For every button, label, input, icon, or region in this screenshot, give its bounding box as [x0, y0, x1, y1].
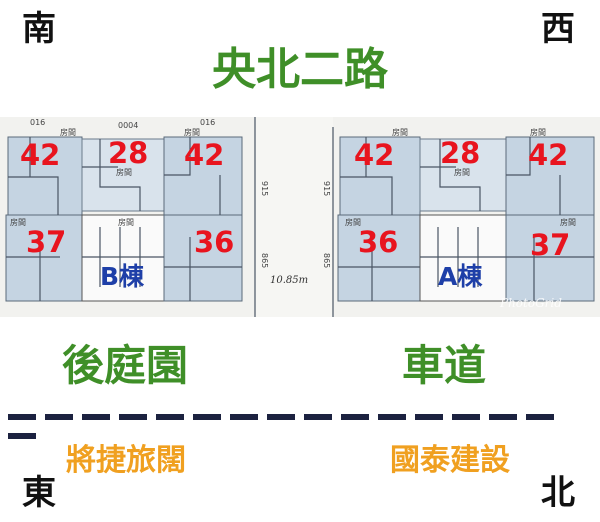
watermark: PhotoGrid — [499, 296, 562, 310]
unit-size-label: 37 — [26, 225, 66, 259]
driveway-label: 車道 — [402, 341, 487, 390]
unit-size-label: 42 — [354, 138, 394, 172]
room-tag: 房間 — [116, 167, 132, 177]
room-tag: 房間 — [345, 217, 361, 227]
room-tag: 房間 — [454, 167, 470, 177]
unit-size-label: 42 — [528, 138, 568, 172]
building-b: 房間 房間 房間 房間 房間 016 0004 016 42 28 42 37 … — [5, 118, 243, 302]
unit-size-label: 42 — [20, 138, 60, 172]
room-tag: 房間 — [10, 217, 26, 227]
unit-size-label: 42 — [184, 138, 224, 172]
unit-size-label: 37 — [530, 228, 570, 262]
dimension-mark: 865 — [322, 253, 331, 268]
dimension-mark: 915 — [260, 181, 269, 196]
dimension-mark: 016 — [200, 118, 215, 127]
building-b-label: B棟 — [100, 262, 145, 291]
handwritten-note: 10.85m — [270, 275, 308, 286]
floor-plan-drawing: 房間 房間 房間 房間 房間 016 0004 016 42 28 42 37 … — [0, 117, 600, 317]
room-tag: 房間 — [560, 217, 576, 227]
room-tag: 房間 — [60, 127, 76, 137]
direction-east: 東 — [22, 473, 56, 513]
neighbor-right-label: 國泰建設 — [390, 443, 510, 478]
unit-size-label: 28 — [440, 136, 480, 170]
room-tag: 房間 — [530, 127, 546, 137]
building-a-label: A棟 — [438, 262, 483, 291]
dimension-mark: 0004 — [118, 121, 138, 130]
floor-plan: 房間 房間 房間 房間 房間 016 0004 016 42 28 42 37 … — [0, 117, 600, 317]
building-a: 房間 房間 房間 房間 房間 42 28 42 36 37 A棟 PhotoGr… — [337, 127, 595, 310]
dimension-mark: 865 — [260, 253, 269, 268]
back-garden-label: 後庭園 — [62, 341, 189, 390]
direction-west: 西 — [541, 9, 575, 49]
unit-size-label: 36 — [358, 225, 398, 259]
direction-south: 南 — [22, 9, 56, 49]
dimension-mark: 915 — [322, 181, 331, 196]
unit-size-label: 28 — [108, 136, 148, 170]
neighbor-left-label: 將捷旅闊 — [66, 443, 186, 478]
direction-north: 北 — [541, 473, 575, 513]
road-label: 央北二路 — [212, 44, 388, 95]
room-tag: 房間 — [392, 127, 408, 137]
room-tag: 房間 — [118, 217, 134, 227]
boundary-line — [8, 406, 592, 439]
dimension-mark: 016 — [30, 118, 45, 127]
room-tag: 房間 — [184, 127, 200, 137]
unit-size-label: 36 — [194, 225, 234, 259]
